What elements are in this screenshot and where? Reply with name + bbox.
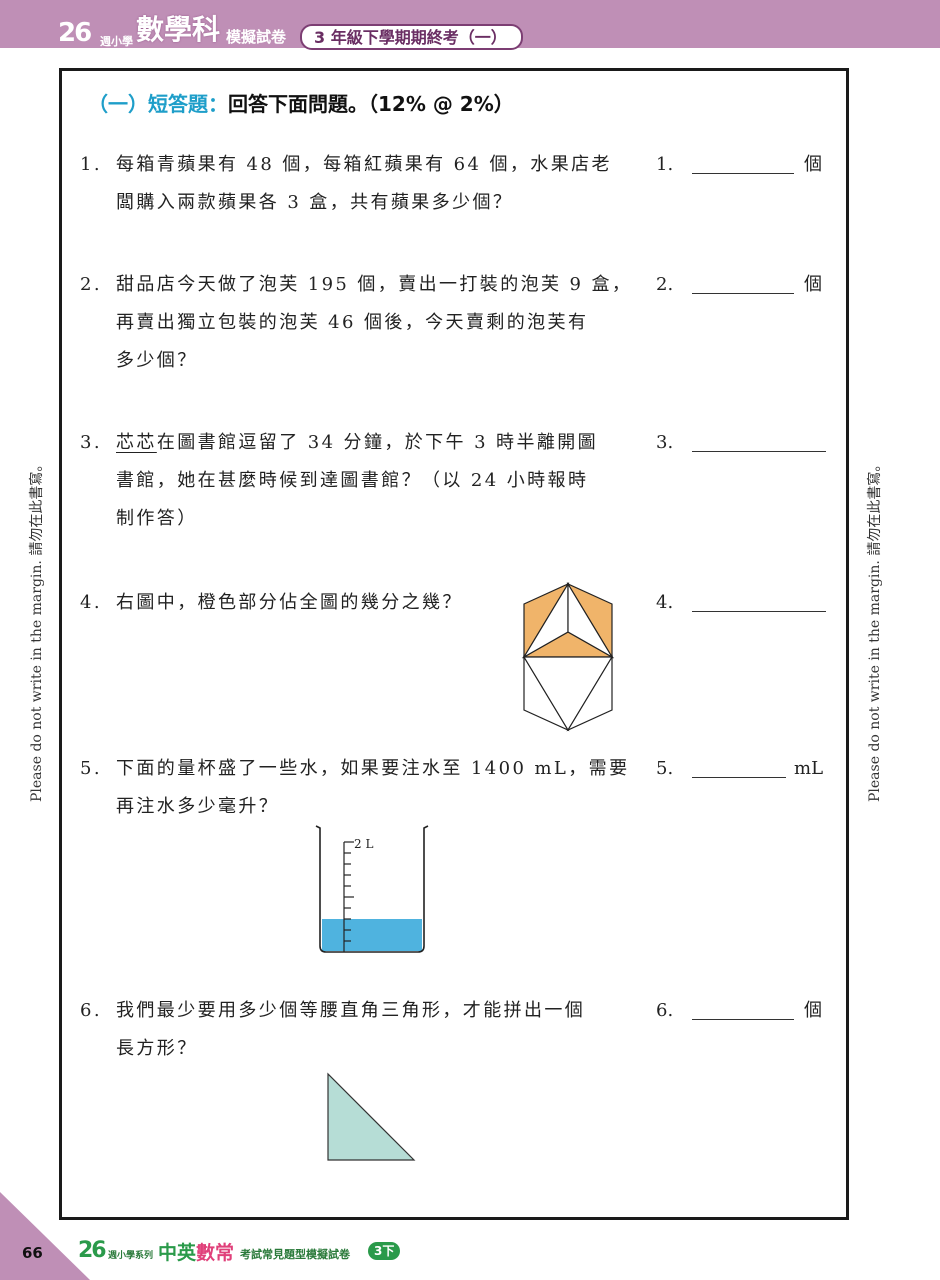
question-text-line: 多少個？	[116, 350, 198, 371]
beaker-scale	[343, 841, 354, 952]
measuring-beaker: 2 L	[315, 825, 429, 953]
beaker-water	[322, 919, 422, 951]
question-text-line: 制作答）	[116, 508, 198, 529]
question-text-segment: 在圖書館逗留了 34 分鐘，於下午 3 時半離開圖	[156, 432, 599, 453]
footer-brand-1: 中英	[158, 1242, 197, 1264]
question-number: 4.	[80, 592, 102, 613]
question-text-line: 我們最少要用多少個等腰直角三角形，才能拼出一個	[116, 1000, 586, 1021]
question-text-line: 再注水多少毫升？	[116, 796, 280, 817]
beaker-capacity-label: 2 L	[354, 837, 373, 851]
question-4: 4. 右圖中，橙色部分佔全圖的幾分之幾？	[80, 584, 640, 622]
answer-number: 5.	[656, 758, 674, 779]
answer-unit: 個	[804, 154, 822, 175]
hexagon-white-right	[567, 581, 614, 659]
question-frame	[59, 68, 849, 1220]
section-number: （一）	[88, 92, 148, 116]
question-text-line: 闆購入兩款蘋果各 3 盒，共有蘋果多少個？	[116, 192, 514, 213]
answer-number: 1.	[656, 154, 674, 175]
margin-note-left: Please do not write in the margin. 請勿在此書…	[29, 457, 45, 802]
answer-blank[interactable]	[692, 1019, 794, 1020]
question-number: 2.	[80, 274, 102, 295]
question-number: 3.	[80, 432, 102, 453]
answer-blank[interactable]	[692, 611, 826, 612]
section-name: 短答題：	[148, 92, 228, 116]
question-number: 6.	[80, 1000, 102, 1021]
answer-blank[interactable]	[692, 777, 786, 778]
question-number: 5.	[80, 758, 102, 779]
header-logo: 26	[58, 18, 92, 48]
margin-note-right: Please do not write in the margin. 請勿在此書…	[867, 457, 883, 802]
question-text-line: 芯芯在圖書館逗留了 34 分鐘，於下午 3 時半離開圖	[116, 424, 640, 462]
answer-unit: 個	[804, 1000, 822, 1021]
question-6: 6. 我們最少要用多少個等腰直角三角形，才能拼出一個 長方形？	[80, 992, 640, 1068]
question-5: 5. 下面的量杯盛了一些水，如果要注水至 1400 mL，需要 再注水多少毫升？	[80, 750, 640, 826]
answer-blank[interactable]	[692, 451, 826, 452]
footer-series: 週小學系列	[108, 1251, 154, 1261]
question-text-line: 每箱青蘋果有 48 個，每箱紅蘋果有 64 個，水果店老	[116, 154, 612, 175]
header-exam-title: 3 年級下學期期終考（一）	[300, 24, 523, 50]
answer-number: 3.	[656, 432, 674, 453]
hexagon-figure	[521, 581, 615, 732]
header-subject: 數學科	[136, 13, 221, 46]
footer-grade-badge: 3下	[368, 1242, 401, 1260]
beaker-outline	[315, 825, 429, 953]
footer-logo: 26	[78, 1238, 107, 1263]
footer-description: 考試常見題型模擬試卷	[240, 1248, 350, 1261]
question-number: 1.	[80, 154, 102, 175]
header-logo-sub: 週小學	[100, 35, 133, 48]
question-text-line: 書館，她在甚麼時候到達圖書館？（以 24 小時報時	[116, 470, 589, 491]
hexagon-lower-right	[566, 654, 613, 732]
question-text-line: 下面的量杯盛了一些水，如果要注水至 1400 mL，需要	[116, 758, 630, 779]
question-3: 3. 芯芯在圖書館逗留了 34 分鐘，於下午 3 時半離開圖 書館，她在甚麼時候…	[80, 424, 640, 538]
answer-number: 6.	[656, 1000, 674, 1021]
question-2: 2. 甜品店今天做了泡芙 195 個，賣出一打裝的泡芙 9 盒， 再賣出獨立包裝…	[80, 266, 640, 380]
answer-number: 2.	[656, 274, 674, 295]
section-instruction: 回答下面問題。（12% @ 2%）	[228, 92, 514, 116]
question-text-line: 長方形？	[116, 1038, 198, 1059]
question-text-line: 再賣出獨立包裝的泡芙 46 個後，今天賣剩的泡芙有	[116, 312, 589, 333]
question-1: 1. 每箱青蘋果有 48 個，每箱紅蘋果有 64 個，水果店老 闆購入兩款蘋果各…	[80, 146, 640, 222]
isosceles-right-triangle	[327, 1072, 416, 1161]
footer-corner	[0, 1192, 90, 1280]
answer-number: 4.	[656, 592, 674, 613]
page-number: 66	[22, 1244, 43, 1262]
footer-brand: 中英數常	[158, 1238, 234, 1265]
answer-unit: mL	[794, 758, 824, 779]
answer-blank[interactable]	[692, 293, 794, 294]
question-text-line: 右圖中，橙色部分佔全圖的幾分之幾？	[116, 592, 463, 613]
answer-blank[interactable]	[692, 173, 794, 174]
proper-name: 芯芯	[116, 432, 157, 453]
right-triangle-figure	[327, 1072, 416, 1161]
footer-brand-2: 數常	[196, 1242, 235, 1264]
header-paper-type: 模擬試卷	[226, 28, 287, 46]
section-title: （一）短答題：回答下面問題。（12% @ 2%）	[88, 88, 514, 117]
question-text-line: 甜品店今天做了泡芙 195 個，賣出一打裝的泡芙 9 盒，	[116, 274, 633, 295]
answer-unit: 個	[804, 274, 822, 295]
